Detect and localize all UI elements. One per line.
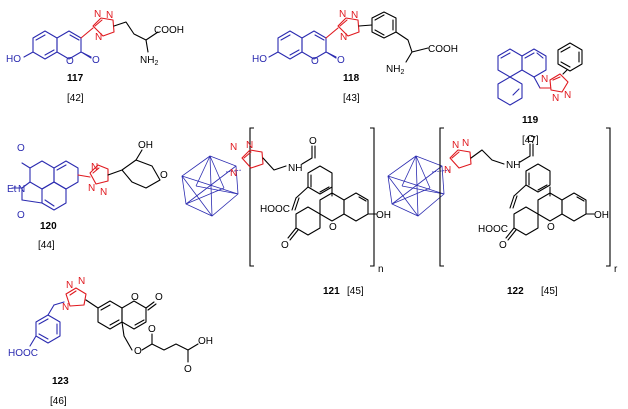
triazole-122: N N N [444,138,472,176]
compound-121: n N N N NH O HOOC OH O O 121 [181,127,391,297]
svg-text:COOH: COOH [428,44,458,55]
svg-text:N: N [444,165,451,176]
compound-123: HOOC N N N O O O O O OH 123 [46] [8,276,213,407]
svg-text:Et: Et [7,184,17,195]
svg-text:OH: OH [138,140,153,151]
svg-text:O: O [184,364,192,375]
svg-text:O: O [148,324,156,335]
nh2-label: NH2 [140,55,158,67]
compound-ref: [42] [67,93,84,104]
svg-text:122: 122 [507,286,524,297]
svg-text:N: N [351,10,358,21]
ho-label: HO [6,54,21,65]
svg-text:N: N [78,276,85,287]
svg-text:HOOC: HOOC [260,204,290,215]
triazole-118: N N N [325,9,360,43]
svg-text:N: N [452,140,459,151]
triazole-120: N N N [77,162,109,198]
svg-text:OH: OH [198,336,213,347]
svg-text:O: O [311,56,319,67]
svg-text:[45]: [45] [541,286,558,297]
svg-text:N: N [95,32,102,43]
svg-text:O: O [337,55,345,66]
svg-text:OH: OH [376,210,391,221]
svg-text:O: O [281,240,289,251]
carborane-cage-121 [181,155,239,217]
svg-text:HOOC: HOOC [478,224,508,235]
svg-text:[44]: [44] [38,240,55,251]
svg-text:O: O [17,143,25,154]
compound-118: HO O O N N N COOH NH2 118 [43] [252,9,458,104]
svg-text:O: O [527,134,535,145]
svg-text:N: N [462,138,469,149]
svg-text:N: N [94,9,101,20]
svg-text:NH: NH [288,163,302,174]
carborane-cage-122 [387,155,445,217]
compound-120: O O Et N N N N OH O 120 [44] [7,140,168,251]
svg-text:N: N [106,10,113,21]
compound-119: N N N 119 [47] [497,42,583,146]
svg-text:N: N [340,32,347,43]
triazole-121: N N N [230,140,264,179]
svg-text:N: N [230,142,237,153]
svg-text:[47]: [47] [522,135,539,146]
svg-text:N: N [66,280,73,291]
triazole-117: N N N [80,9,115,43]
triazole-123: N N N [62,276,87,313]
svg-text:r: r [614,264,618,275]
svg-text:O: O [155,292,163,303]
sugar-120: OH O [107,140,168,189]
svg-text:N: N [541,74,548,85]
svg-text:O: O [92,55,100,66]
svg-text:121: 121 [323,286,340,297]
svg-text:N: N [62,302,69,313]
compound-122: r N N N NH O HOOC OH O O 122 [45] [387,127,618,297]
svg-text:[43]: [43] [343,93,360,104]
svg-text:O: O [134,346,142,357]
coumarin-117: HO O O [6,30,100,67]
svg-text:N: N [552,93,559,104]
svg-text:NH2: NH2 [386,64,404,76]
svg-text:N: N [246,140,253,151]
svg-text:N: N [230,168,237,179]
compound-number: 117 [67,73,84,84]
svg-text:COOH: COOH [154,25,184,36]
svg-text:N: N [564,90,571,101]
svg-text:O: O [160,170,168,181]
svg-text:O: O [131,292,139,303]
svg-text:N: N [18,184,25,195]
svg-text:O: O [547,222,555,233]
svg-text:O: O [66,56,74,67]
svg-text:120: 120 [40,221,57,232]
svg-text:N: N [339,9,346,20]
svg-text:HOOC: HOOC [8,348,38,359]
triazole-119: N N N [539,73,571,104]
coumarin-118: HO O O [252,30,345,67]
svg-text:O: O [309,136,317,147]
benzoic-acid-123: HOOC [8,301,65,359]
svg-text:N: N [100,187,107,198]
svg-text:123: 123 [52,376,69,387]
svg-text:118: 118 [343,73,360,84]
svg-text:[45]: [45] [347,286,364,297]
svg-text:N: N [91,162,98,173]
compound-117: HO O O N N N COOH NH2 117 [42] [6,9,184,104]
naphthalimide-120: O O Et N [7,143,79,221]
svg-text:n: n [378,264,384,275]
svg-text:[46]: [46] [50,396,67,407]
anthracene-119 [497,48,547,106]
svg-text:HO: HO [252,54,267,65]
svg-text:NH: NH [506,160,520,171]
svg-text:N: N [88,183,95,194]
svg-text:O: O [17,210,25,221]
svg-text:119: 119 [522,115,539,126]
svg-text:OH: OH [594,210,609,221]
svg-text:O: O [499,240,507,251]
svg-text:O: O [329,222,337,233]
